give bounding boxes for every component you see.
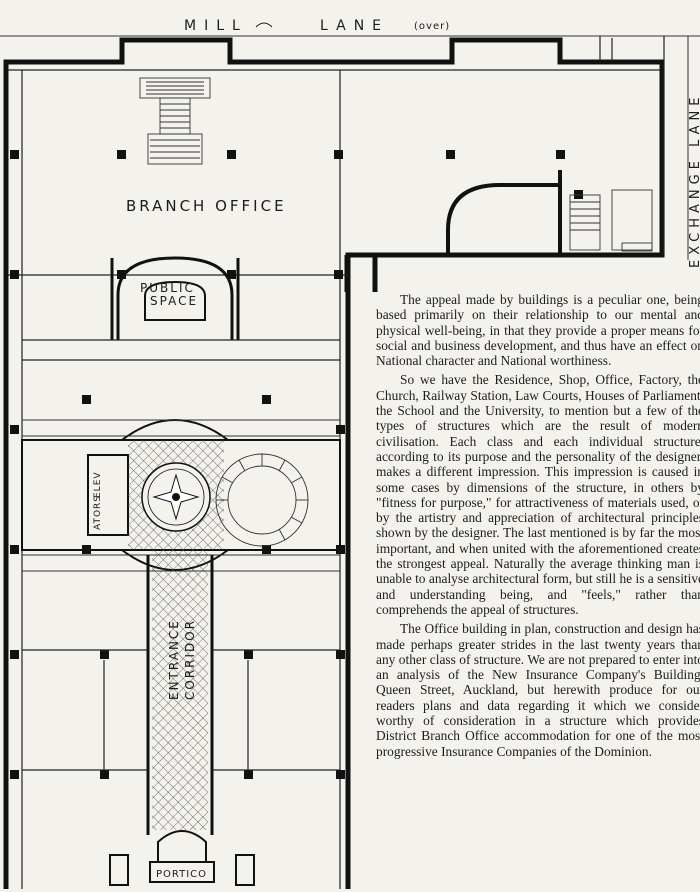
mill-lane-over-label: (over): [414, 21, 450, 32]
compass-star-icon: [141, 462, 211, 532]
portico-label: PORTICO: [156, 869, 207, 880]
elevators-label-2: ATORS: [93, 495, 103, 530]
entrance-corridor-label-2: CORRIDOR: [183, 619, 197, 700]
exchange-lane-label: EXCHANGE LANE: [688, 93, 700, 268]
branch-office-label: BRANCH OFFICE: [126, 197, 287, 215]
article-paragraph-3: The Office building in plan, constructio…: [376, 621, 700, 759]
elevators-label-1: ELEV: [93, 471, 103, 498]
mill-lane-label: MILL: [184, 18, 248, 34]
entrance-corridor-label-1: ENTRANCE: [167, 619, 181, 700]
article-paragraph-2: So we have the Residence, Shop, Office, …: [376, 372, 700, 617]
public-space-label-1: PUBLIC: [140, 281, 195, 295]
article-text: The appeal made by buildings is a peculi…: [376, 292, 700, 892]
article-paragraph-1: The appeal made by buildings is a peculi…: [376, 292, 700, 369]
outer-walls: [3, 37, 665, 889]
public-space-label-2: SPACE: [150, 294, 198, 308]
mill-lane-label-2: LANE: [320, 18, 389, 34]
